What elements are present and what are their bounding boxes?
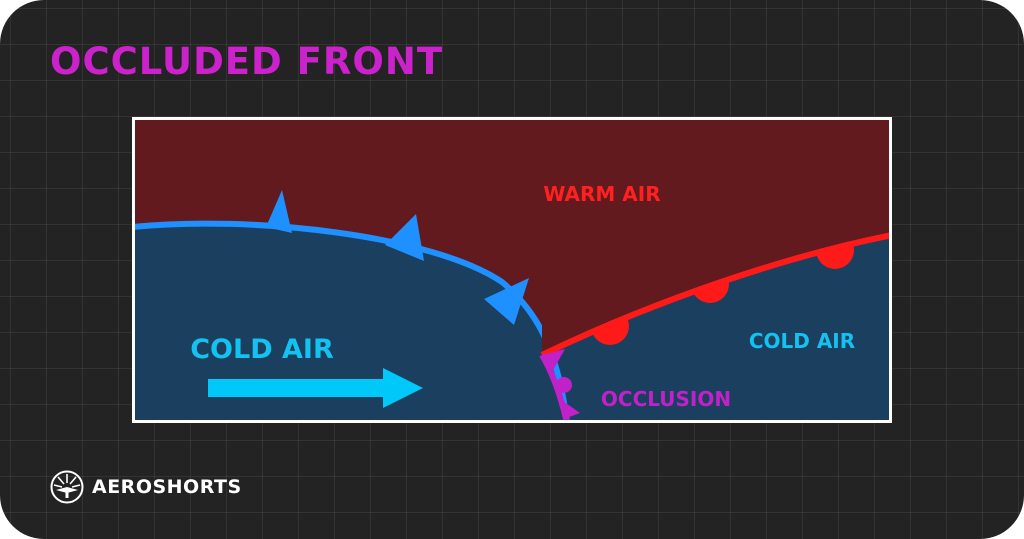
- diagram-frame: [132, 117, 892, 423]
- brand: AEROSHORTS: [50, 470, 242, 504]
- cold-air-region-right: [542, 235, 892, 423]
- warm-front-line: [540, 232, 892, 358]
- occlusion-triangle: [543, 349, 565, 372]
- cold-air-label-right: COLD AIR: [749, 329, 855, 353]
- propeller-logo-icon: [50, 470, 84, 504]
- page-title: OCCLUDED FRONT: [50, 40, 444, 83]
- cold-front-triangle: [266, 190, 292, 233]
- warm-air-label: WARM AIR: [543, 182, 660, 206]
- occlusion-label: OCCLUSION: [601, 387, 731, 411]
- brand-name: AEROSHORTS: [92, 476, 242, 498]
- arrow-head: [383, 368, 423, 408]
- cold-air-region-left: [132, 223, 567, 423]
- arrow-shaft: [208, 379, 393, 397]
- cold-air-label-left: COLD AIR: [190, 334, 334, 365]
- cold-front-triangle: [484, 278, 529, 325]
- warm-front-mask: [542, 117, 892, 352]
- occluded-front-diagram: WARM AIR COLD AIR COLD AIR OCCLUSION: [132, 117, 892, 423]
- occlusion-line: [539, 353, 570, 423]
